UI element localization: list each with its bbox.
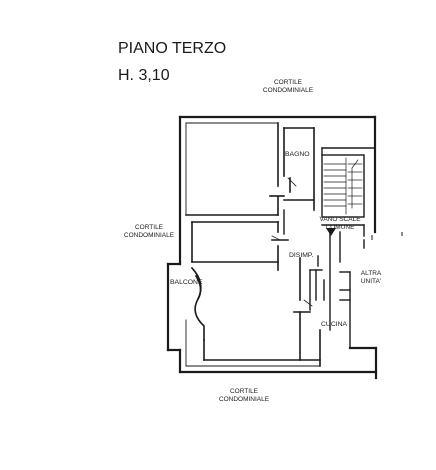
cortile-top-line2: CONDOMINIALE: [262, 87, 314, 94]
stairwell: [321, 147, 376, 218]
vano-scale-line2: COMUNE: [325, 224, 355, 231]
label-cortile-top: CORTILE CONDOMINIALE: [262, 79, 314, 95]
altra-unita-line1: ALTRA: [360, 270, 382, 277]
cortile-bottom-line1: CORTILE: [229, 388, 259, 395]
vano-scale: [321, 224, 365, 263]
room-upper: [185, 122, 285, 216]
room-lower: [203, 257, 321, 367]
floor-height: H. 3,10: [118, 67, 170, 84]
outer-walls-inner: [185, 122, 321, 367]
label-cortile-bottom: CORTILE CONDOMINIALE: [218, 388, 270, 404]
room-bagno: [283, 127, 315, 211]
label-cucina: CUCINA: [321, 321, 348, 328]
vano-scale-line1: VANO SCALE: [319, 216, 361, 223]
cortile-bottom-line2: CONDOMINIALE: [218, 396, 270, 403]
label-balcone: BALCONE: [170, 279, 203, 286]
wall-ticks: [371, 232, 403, 240]
disimpegno: [283, 209, 331, 331]
stair-arrow-icon: [326, 228, 336, 236]
label-bagno: BAGNO: [285, 151, 310, 158]
label-vano-scale: VANO SCALE COMUNE: [318, 216, 362, 232]
altra-unita-line2: UNITA': [360, 278, 382, 285]
stair-treads: [323, 157, 363, 215]
cortile-left-line1: CORTILE: [134, 224, 164, 231]
door-swings: [271, 177, 313, 307]
floor-title: PIANO TERZO: [118, 40, 227, 57]
cortile-left-line2: CONDOMINIALE: [123, 232, 175, 239]
altra-unita: [339, 271, 351, 349]
outer-walls: [166, 115, 378, 380]
balcone: [190, 266, 205, 341]
label-disimp: DISIMP.: [289, 252, 314, 259]
label-altra-unita: ALTRA UNITA': [356, 270, 386, 286]
cortile-top-line1: CORTILE: [273, 79, 303, 86]
label-cortile-left: CORTILE CONDOMINIALE: [123, 224, 175, 240]
room-middle: [191, 221, 289, 271]
